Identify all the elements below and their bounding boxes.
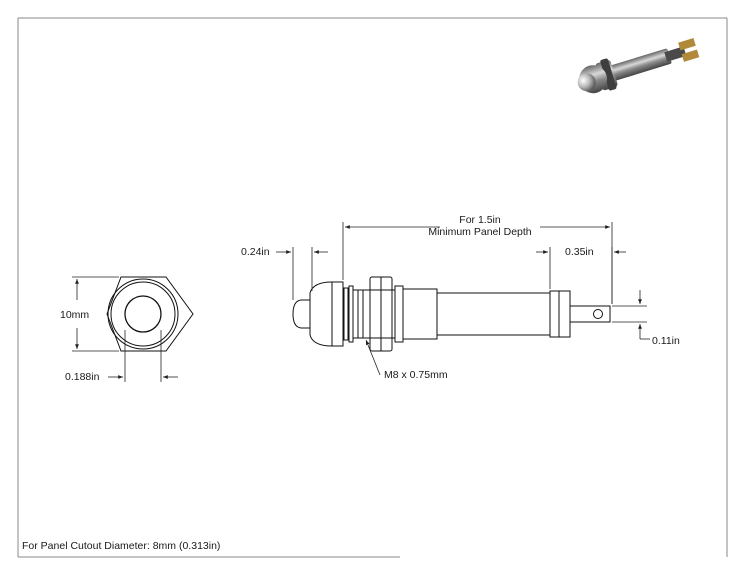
lens-diameter-dimension xyxy=(108,330,178,382)
lens-diameter-label: 0.188in xyxy=(65,371,100,383)
side-view xyxy=(292,276,611,352)
terminal-hole-dimension xyxy=(612,290,650,340)
thread-leader xyxy=(365,339,381,376)
lens-length-label: 0.24in xyxy=(241,246,270,258)
drawing-border xyxy=(17,17,728,558)
terminal-length-dimension xyxy=(536,247,626,304)
terminal-hole-label: 0.11in xyxy=(652,335,680,347)
isometric-render xyxy=(577,38,700,94)
front-view xyxy=(106,276,194,352)
hex-height-dimension xyxy=(72,276,119,352)
panel-depth-label-line1: For 1.5in xyxy=(459,214,501,226)
terminal-length-label: 0.35in xyxy=(565,246,594,258)
hex-height-label: 10mm xyxy=(60,309,90,321)
panel-cutout-note: For Panel Cutout Diameter: 8mm (0.313in) xyxy=(22,540,221,552)
panel-depth-label-line2: Minimum Panel Depth xyxy=(428,226,532,238)
thread-label: M8 x 0.75mm xyxy=(384,369,448,381)
lens-length-dimension xyxy=(276,247,328,300)
